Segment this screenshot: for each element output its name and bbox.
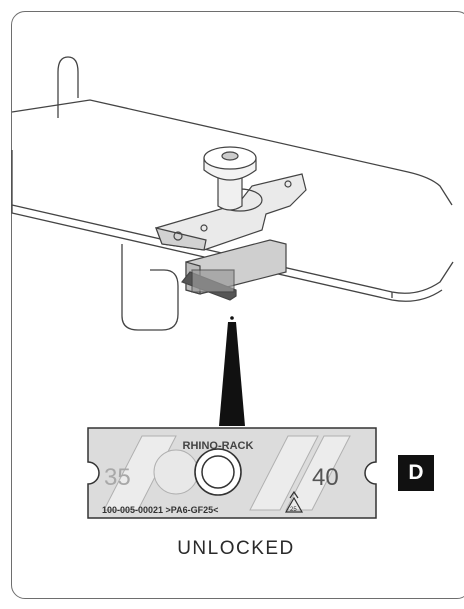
plate-part-number: 100-005-00021 >PA6-GF25< [102, 505, 218, 515]
detail-plate [87, 427, 377, 519]
bar-leg [121, 244, 179, 331]
callout-pointer [219, 322, 245, 426]
bar-loop [57, 56, 79, 118]
lock-status-caption: UNLOCKED [177, 538, 295, 559]
callout-anchor [230, 316, 234, 320]
clamp-assembly [155, 173, 307, 301]
roof-bar-plate [11, 99, 454, 302]
plate-size-right: 40 [312, 464, 339, 491]
svg-text:25: 25 [290, 507, 297, 513]
step-label: D [398, 455, 434, 491]
plate-brand: RHINO-RACK [183, 440, 254, 452]
bolt-icon [203, 146, 257, 211]
plate-size-left: 35 [104, 464, 131, 491]
panel-frame [11, 11, 464, 599]
recycle-icon: 25 [284, 490, 304, 513]
